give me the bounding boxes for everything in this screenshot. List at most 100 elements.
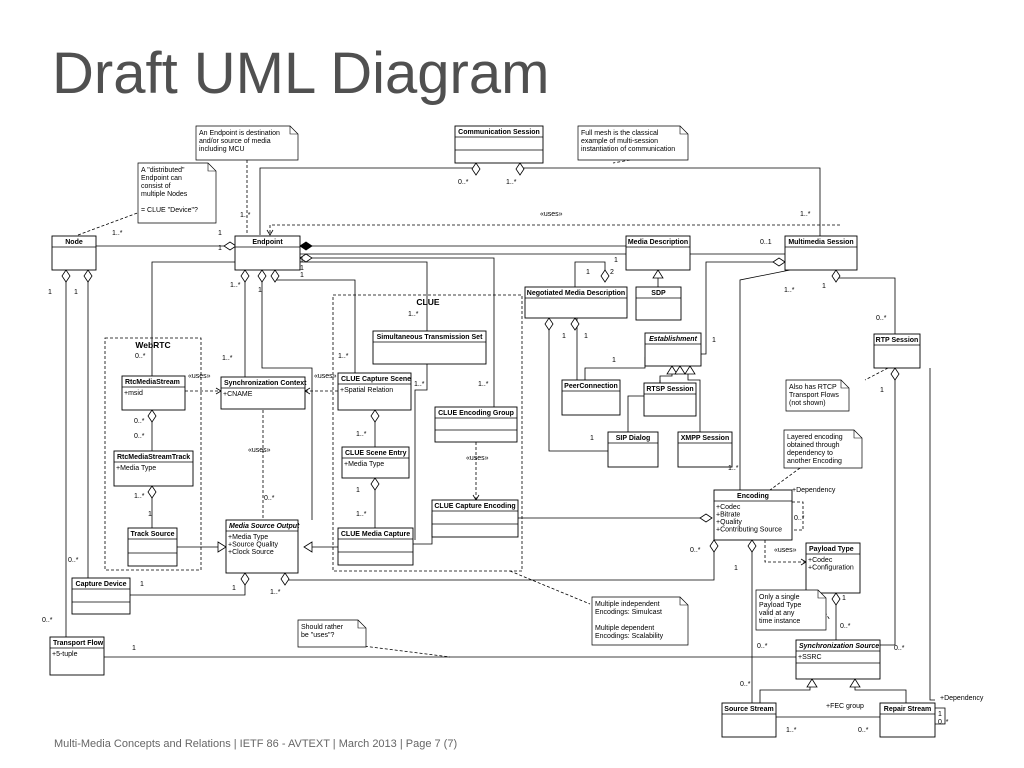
connector-line: [612, 159, 631, 164]
clue-scene-entry-class-box: [341, 446, 410, 479]
communication-session-class-box: [454, 125, 544, 164]
aggregation-diamond: [600, 269, 610, 283]
clue-scene-entry-class[interactable]: CLUE Scene Entry+Media Type: [341, 446, 410, 479]
transport-flow-class-box: [49, 636, 105, 676]
multiplicity-label: 1: [822, 283, 826, 290]
aggregation-diamond: [471, 162, 481, 176]
multiplicity-label: 1..*: [134, 493, 145, 500]
layered-encoding-note-fold: [853, 430, 862, 439]
multiplicity-label: 2: [610, 269, 614, 276]
synchronization-source-class[interactable]: Synchronization Source+SSRC: [795, 639, 881, 680]
peerconnection-class[interactable]: PeerConnection: [561, 379, 621, 416]
multiplicity-label: 0..1: [760, 239, 772, 246]
sip-dialog-class-box: [607, 431, 659, 468]
generalization-arrow: [684, 365, 696, 375]
encoding-class-attr: +Quality: [716, 519, 742, 526]
layered-encoding-note-line: another Encoding: [787, 458, 842, 465]
rtp-session-class[interactable]: RTP Session: [873, 333, 921, 369]
establishment-class[interactable]: Establishment: [644, 332, 702, 367]
media-source-output-class-attr: +Source Quality: [228, 542, 278, 549]
rtsp-session-class-box: [643, 382, 697, 417]
payload-type-note-line: time instance: [759, 618, 800, 625]
connector-line: [414, 347, 428, 540]
clue-media-capture-class[interactable]: CLUE Media Capture: [337, 527, 414, 566]
synchronization-context-class[interactable]: Synchronization Context+CNAME: [220, 376, 307, 410]
track-source-class[interactable]: Track Source: [127, 527, 178, 567]
multiplicity-label: 0..*: [840, 623, 851, 630]
endpoint-note-line: and/or source of media: [199, 138, 271, 145]
aggregation-diamond: [257, 269, 267, 283]
multiplicity-label: 1..*: [338, 353, 349, 360]
transport-flow-class[interactable]: Transport Flow +5-tuple: [49, 636, 105, 676]
rtcp-note-line: (not shown): [789, 400, 826, 407]
multiplicity-label: 0..*: [757, 643, 768, 650]
multiplicity-label: 1: [48, 289, 52, 296]
simultaneous-transmission-set-class[interactable]: Simultaneous Transmission Set: [372, 330, 487, 365]
rtcp-note-line: Transport Flows: [789, 392, 839, 399]
rtcmediastream-class[interactable]: RtcMediaStream+msid: [121, 375, 186, 411]
payload-type-class-attr: +Codec: [808, 557, 833, 564]
connector-line: [929, 368, 935, 701]
communication-session-class[interactable]: Communication Session: [454, 125, 544, 164]
xmpp-session-class[interactable]: XMPP Session: [677, 431, 733, 468]
clue-encoding-group-class-name: CLUE Encoding Group: [438, 410, 514, 417]
sdp-class[interactable]: SDP: [635, 286, 682, 321]
rtsp-session-class[interactable]: RTSP Session: [643, 382, 697, 417]
payload-type-class[interactable]: Payload Type+Codec+Configuration: [805, 542, 861, 594]
rtcmediastreamtrack-class-box: [113, 450, 194, 487]
sip-dialog-class[interactable]: SIP Dialog: [607, 431, 659, 468]
aggregation-diamond: [515, 162, 525, 176]
rtsp-session-class-name: RTSP Session: [646, 386, 693, 393]
slide-title: Draft UML Diagram: [52, 41, 550, 106]
endpoint-note-shape: [195, 125, 299, 161]
endpoint-note-line: including MCU: [199, 146, 245, 153]
payload-type-note-fold: [817, 590, 826, 599]
simulcast-scalability-note-line: Encodings: Simulcast: [595, 609, 662, 616]
repair-stream-class[interactable]: Repair Stream: [879, 702, 936, 738]
node-class[interactable]: Node: [51, 235, 97, 271]
clue-capture-scene-class[interactable]: CLUE Capture Scene+Spatial Relation: [337, 372, 412, 411]
media-description-class[interactable]: Media Description: [625, 235, 691, 271]
media-source-output-class-box: [225, 519, 299, 574]
clue-capture-encoding-class-box: [431, 499, 519, 538]
connector-line: [854, 686, 907, 703]
transport-flow-class-name: Transport Flow: [53, 640, 104, 647]
multiplicity-label: 1..*: [478, 381, 489, 388]
negotiated-media-description-class[interactable]: Negotiated Media Description: [524, 286, 628, 319]
capture-device-class[interactable]: Capture Device: [71, 577, 131, 615]
multiplicity-label: 1: [300, 257, 304, 264]
endpoint-class[interactable]: Endpoint: [234, 235, 301, 271]
source-stream-class-name: Source Stream: [724, 706, 773, 713]
aggregation-diamond: [240, 269, 250, 283]
multimedia-session-class[interactable]: Multimedia Session: [784, 235, 858, 271]
media-source-output-class-attr: +Clock Source: [228, 549, 274, 556]
connector-line: [77, 211, 141, 236]
synchronization-source-class-box: [795, 639, 881, 680]
node-note-fold: [207, 163, 216, 172]
connector-line: [864, 367, 889, 381]
multiplicity-label: 1: [218, 230, 222, 237]
media-source-output-class[interactable]: Media Source Output+Media Type+Source Qu…: [225, 519, 300, 574]
multiplicity-label: 0..*: [264, 495, 275, 502]
payload-type-class-box: [805, 542, 861, 594]
multiplicity-label: 0..*: [858, 727, 869, 734]
aggregation-diamond: [772, 257, 786, 267]
transport-flow-class-attr: +5-tuple: [52, 651, 78, 658]
rtcmediastreamtrack-class[interactable]: RtcMediaStreamTrack+Media Type: [113, 450, 194, 487]
payload-type-note-line: Payload Type: [759, 602, 801, 609]
aggregation-diamond: [699, 513, 713, 523]
synchronization-context-class-attr: +CNAME: [223, 391, 253, 398]
synchronization-source-class-attr: +SSRC: [798, 654, 822, 661]
slide-footer: Multi-Media Concepts and Relations | IET…: [54, 738, 458, 750]
clue-scene-entry-class-name: CLUE Scene Entry: [345, 450, 407, 457]
multiplicity-label: 1..*: [112, 230, 123, 237]
multiplicity-label: 0..*: [876, 315, 887, 322]
multiplicity-label: 1..*: [356, 431, 367, 438]
clue-encoding-group-class[interactable]: CLUE Encoding Group: [434, 406, 518, 443]
source-stream-class[interactable]: Source Stream: [721, 702, 777, 738]
node-note-line: consist of: [141, 183, 171, 190]
clue-capture-encoding-class[interactable]: CLUE Capture Encoding: [431, 499, 519, 538]
encoding-class[interactable]: Encoding+Codec+Bitrate+Quality+Contribut…: [713, 489, 793, 541]
